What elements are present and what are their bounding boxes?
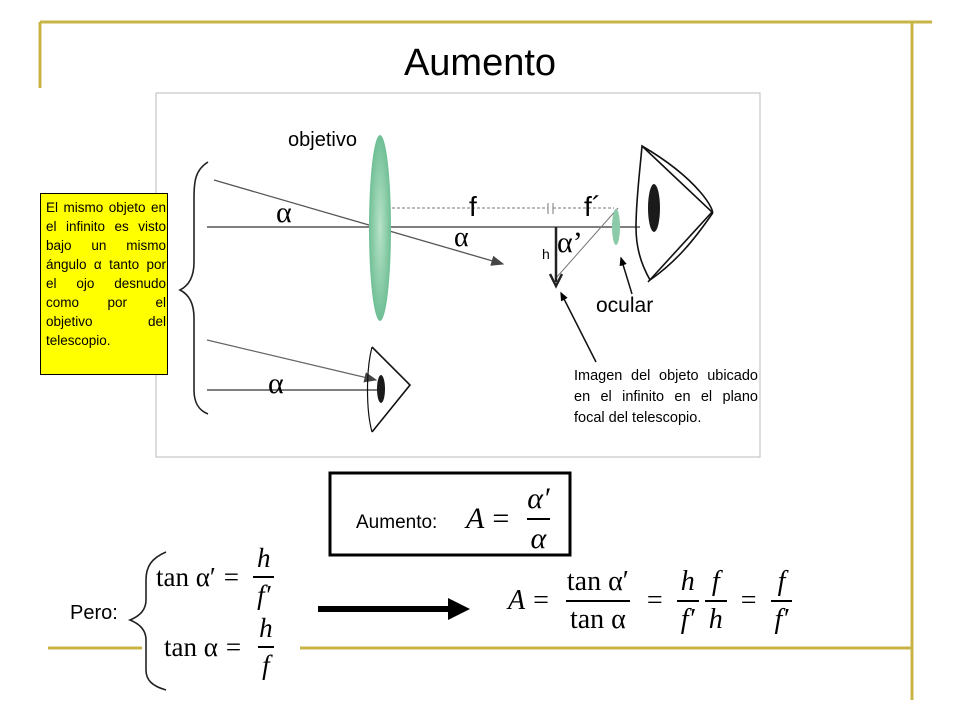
pero-eq1-den: f′	[253, 576, 275, 611]
alpha-upper-label: α	[276, 196, 292, 229]
ray-upper	[213, 179, 505, 266]
pero-eq1: tan α′ = h f′	[156, 543, 281, 611]
f-prime-label: f´	[584, 191, 602, 222]
result-f2a-den: f′	[676, 600, 699, 636]
note-brace	[178, 161, 209, 415]
aumento-fraction: α′ α	[523, 482, 553, 556]
h-label: h	[542, 246, 550, 262]
ray-lower	[206, 339, 378, 383]
alpha-lower-label: α	[268, 367, 284, 400]
eye-lower	[371, 346, 412, 433]
result-eq-2: =	[646, 585, 663, 616]
image-pointer	[560, 291, 597, 363]
pero-eq2-eq: =	[225, 631, 242, 662]
ocular-lens	[612, 209, 620, 245]
result-eq-1: =	[533, 585, 549, 616]
aumento-eq: =	[492, 502, 510, 535]
pero-eq2-fraction: h f	[255, 613, 277, 681]
pero-eq2-lhs: tan α	[164, 631, 218, 662]
pero-label: Pero:	[70, 602, 118, 624]
pero-eq1-num: h	[257, 543, 271, 573]
slide-title: Aumento	[403, 42, 557, 84]
aumento-lhs: A	[466, 502, 485, 535]
objective-label: objetivo	[288, 129, 357, 151]
result-f3-den: f′	[770, 600, 793, 636]
result-eq-3: =	[740, 585, 757, 616]
aumento-den: α	[526, 518, 551, 556]
result-f2a-num: h	[680, 566, 695, 597]
result-f1-num: tan α′	[566, 566, 629, 597]
f-label: f	[469, 191, 477, 222]
pero-eq2: tan α = h f	[164, 613, 283, 681]
result-f1-den: tan α	[565, 600, 630, 636]
aumento-formula: A = α′ α	[466, 482, 560, 556]
note-same-angle: El mismo objeto en el infinito es visto …	[40, 193, 168, 375]
result-fraction-1: tan α′ tan α	[563, 566, 633, 636]
ray-to-ocular	[555, 207, 619, 279]
pero-eq1-eq: =	[223, 561, 240, 592]
result-lhs: A	[508, 585, 526, 616]
ocular-label: ocular	[596, 294, 654, 317]
result-fraction-2a: h f′	[676, 566, 699, 636]
pero-eq2-den: f	[258, 646, 274, 681]
result-formula: A = tan α′ tan α = h f′ f h = f f′	[508, 566, 798, 636]
aumento-label: Aumento:	[356, 512, 438, 533]
image-caption: Imagen del objeto ubicado en el infinito…	[574, 368, 758, 426]
result-f3-num: f	[777, 566, 786, 597]
aumento-box	[328, 471, 572, 557]
eye-upper	[635, 144, 714, 282]
result-fraction-3: f f′	[770, 566, 793, 636]
objective-lens	[369, 135, 391, 321]
alpha-middle-label: α	[454, 222, 469, 253]
pero-eq2-num: h	[259, 613, 273, 643]
alpha-prime-label: α’	[557, 226, 583, 259]
aumento-num: α′	[527, 482, 550, 515]
pero-eq1-fraction: h f′	[253, 543, 275, 611]
pupil-upper	[648, 184, 660, 232]
result-f2b-num: f	[711, 566, 720, 597]
ocular-pointer	[619, 256, 633, 295]
pero-brace	[127, 551, 167, 691]
result-fraction-2b: f h	[704, 566, 727, 636]
diagram-frame	[155, 92, 761, 458]
result-f2b-den: h	[704, 600, 727, 636]
pero-eq1-lhs: tan α′	[156, 561, 216, 592]
pupil-lower	[377, 375, 385, 403]
